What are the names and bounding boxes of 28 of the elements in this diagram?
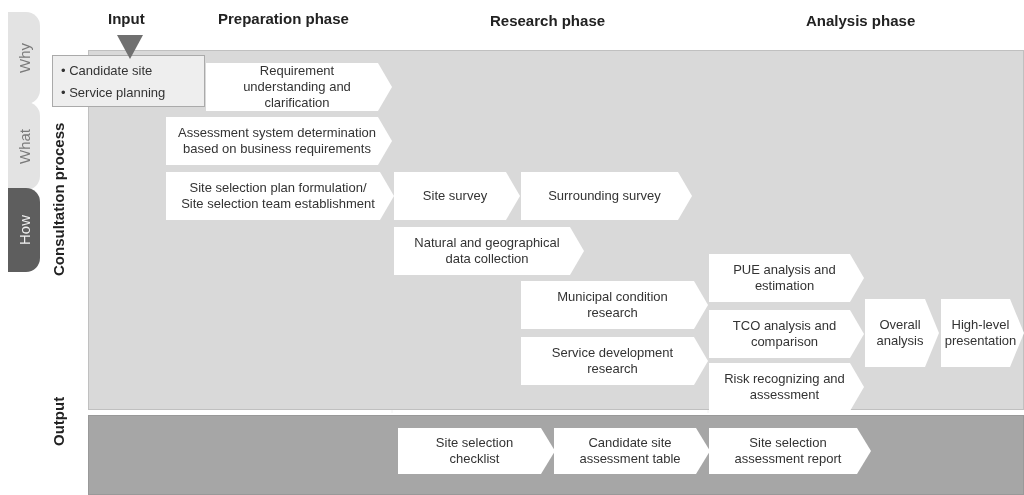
process-step: High-level presentation (941, 299, 1024, 367)
row-heading: Consultation process (48, 121, 68, 278)
phase-heading: Input (108, 10, 145, 27)
side-tab: Why (8, 12, 40, 104)
phase-heading: Research phase (490, 12, 606, 29)
process-step: Municipal condition research (521, 281, 708, 329)
process-step: Service development research (521, 337, 708, 385)
process-step: Site selection plan formulation/ Site selection team establishment (166, 172, 394, 220)
process-step: PUE analysis and estimation (709, 254, 864, 302)
process-step: Site selection checklist (398, 428, 555, 474)
process-step: TCO analysis and comparison (709, 310, 864, 358)
process-step: Requirement understanding and clarification (206, 63, 392, 111)
side-tab: How (8, 188, 40, 272)
phase-heading: Analysis phase (806, 12, 916, 29)
process-step: Site selection assessment report (709, 428, 871, 474)
phase-heading: Preparation phase (218, 10, 349, 27)
process-step: Assessment system determination based on business requirements (166, 117, 392, 165)
process-step: Risk recognizing and assessment (709, 363, 864, 411)
side-tab: What (8, 102, 40, 190)
process-step: Overall analysis (865, 299, 939, 367)
row-heading: Output (48, 395, 68, 448)
process-step: Site survey (394, 172, 520, 220)
process-step: Natural and geographical data collection (394, 227, 584, 275)
bullet-item: • Candidate site (61, 62, 154, 80)
process-step: Surrounding survey (521, 172, 692, 220)
process-step: Candidate site assessment table (554, 428, 710, 474)
bullet-item: • Service planning (61, 84, 167, 102)
input-box (52, 55, 205, 107)
